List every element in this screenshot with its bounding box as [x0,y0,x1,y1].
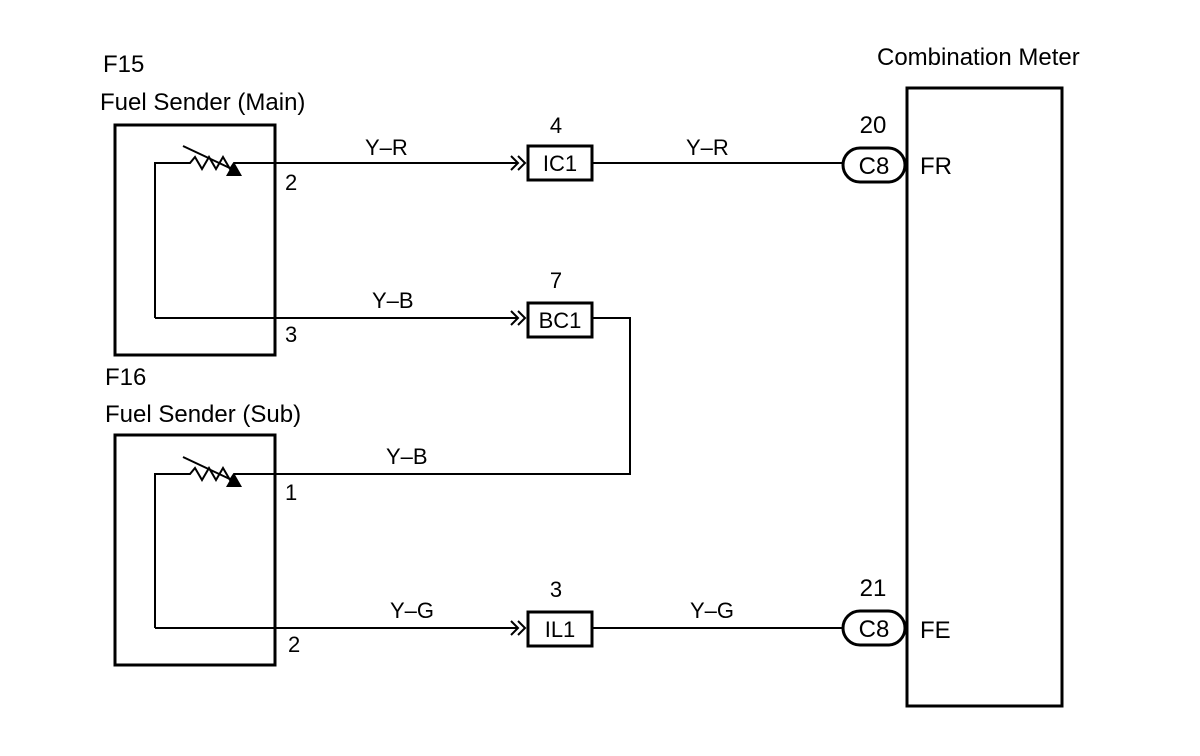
connector-il1-arrow-icon [510,620,520,636]
main-sender-pin-3: 3 [285,322,297,347]
main-sender-pin-2: 2 [285,170,297,195]
wire-label-main-to-ic1: Y–R [365,135,408,160]
wire-label-sub-to-il1: Y–G [390,598,434,623]
connector-bc1-label: BC1 [539,308,582,333]
meter-connector-c8-21-label: C8 [859,616,890,643]
sub-sender-name: Fuel Sender (Sub) [105,401,301,428]
connector-ic1: IC1 4 [510,113,594,182]
connector-ic1-label: IC1 [543,151,577,176]
connector-il1: IL1 3 [510,577,594,648]
main-sender-name: Fuel Sender (Main) [100,89,305,116]
meter-terminal-fe: FE [920,617,951,644]
sub-sender-box [113,433,277,667]
wire-label-il1-to-meter: Y–G [690,598,734,623]
meter-terminal-fr: FR [920,153,952,180]
sub-sender-id: F16 [105,364,146,391]
connector-bc1: BC1 7 [510,268,594,339]
connector-il1-label: IL1 [545,617,576,642]
connector-ic1-pin: 4 [550,113,562,138]
meter-connector-c8-20: C8 20 [841,112,907,184]
wire-label-ic1-to-meter: Y–R [686,135,729,160]
sub-sender-pin-1: 1 [285,480,297,505]
connector-bc1-pin: 7 [550,268,562,293]
wire-label-main-to-bc1: Y–B [372,288,414,313]
wire-bc1-to-sub [275,317,631,475]
main-sender-id: F15 [103,51,144,78]
sub-sender-variable-resistor-icon [154,456,275,629]
main-sender-variable-resistor-icon [154,145,275,319]
meter-name: Combination Meter [877,44,1080,71]
connector-bc1-arrow-icon [510,310,520,326]
connector-il1-pin: 3 [550,577,562,602]
meter-connector-c8-20-pin: 20 [860,112,887,139]
main-sender-box [113,123,277,357]
meter-box [905,86,1064,708]
connector-ic1-arrow-icon [510,155,520,171]
sub-sender-pin-2: 2 [288,632,300,657]
meter-connector-c8-21-pin: 21 [860,575,887,602]
meter-connector-c8-20-label: C8 [859,153,890,180]
meter-connector-c8-21: C8 21 [841,575,907,647]
wire-label-bc1-to-sub: Y–B [386,444,428,469]
